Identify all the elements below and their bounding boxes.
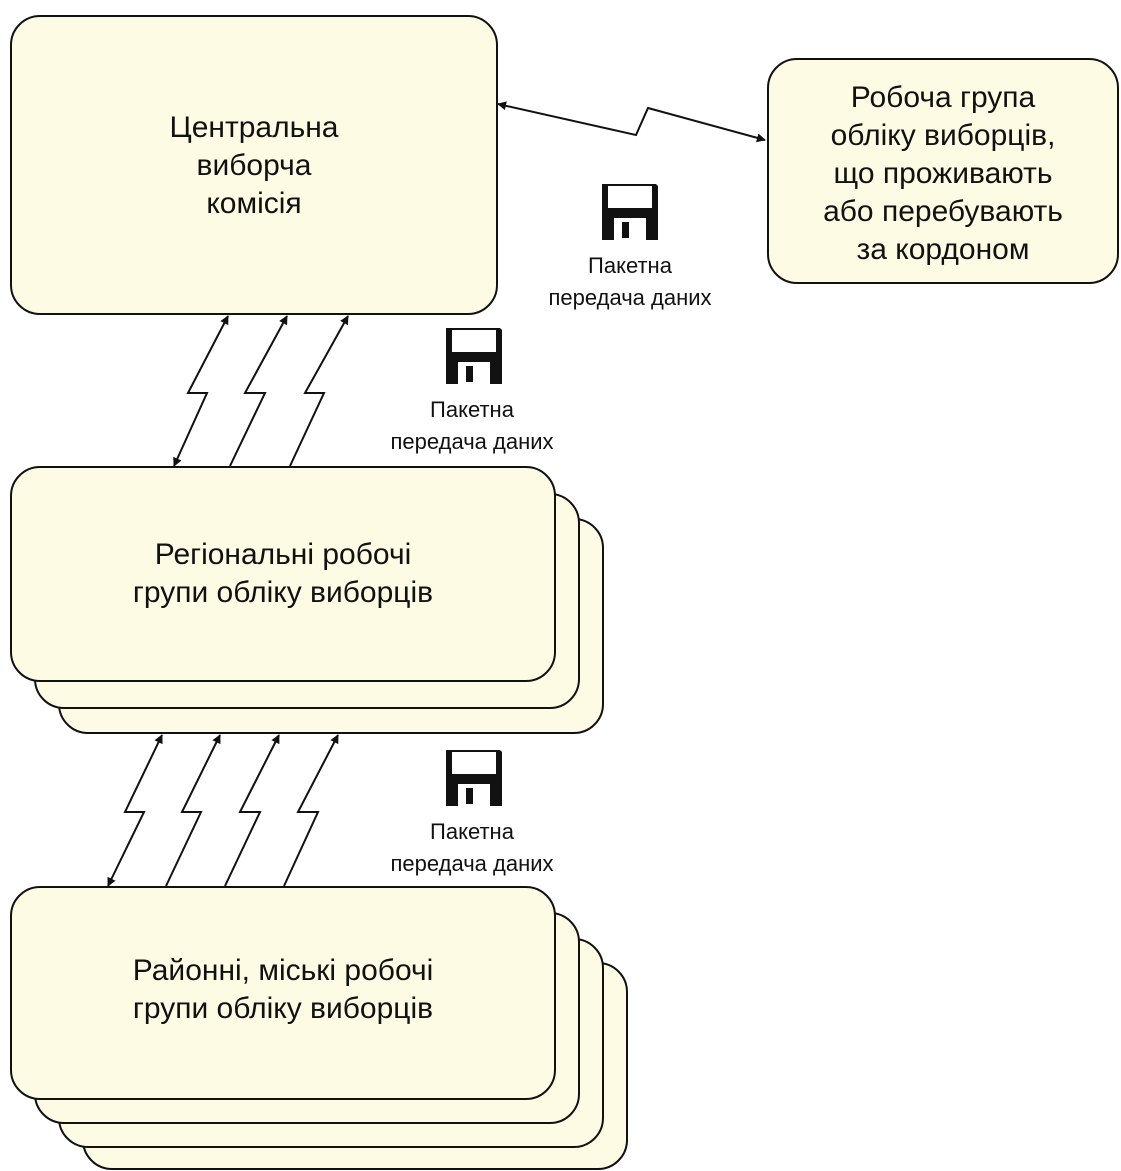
central-line-1: Центральна — [169, 111, 339, 144]
link-regional-district-1 — [107, 734, 163, 887]
floppy-disk-icon — [446, 750, 502, 806]
regional-line-1: Регіональні робочі — [154, 538, 412, 571]
central-commission-node: Центральна виборча комісія — [10, 15, 498, 315]
caption-line-2: передача даних — [390, 851, 554, 876]
transfer-caption-bottom: Пакетна передача даних — [352, 816, 592, 880]
transfer-caption-middle: Пакетна передача даних — [352, 394, 592, 458]
link-regional-district-4 — [283, 734, 339, 887]
caption-line-2: передача даних — [390, 429, 554, 454]
floppy-disk-icon — [446, 328, 502, 384]
caption-line-1: Пакетна — [430, 397, 514, 422]
floppy-disk-icon — [602, 184, 658, 240]
link-regional-district-3 — [224, 734, 280, 887]
transfer-caption-top-right: Пакетна передача даних — [510, 250, 750, 314]
abroad-group-node: Робоча група обліку виборців, що прожива… — [767, 58, 1119, 284]
link-central-regional-1 — [173, 315, 229, 467]
caption-line-1: Пакетна — [588, 253, 672, 278]
district-line-2: групи обліку виборців — [132, 992, 434, 1025]
abroad-line-5: за кордоном — [856, 233, 1030, 266]
central-line-3: комісія — [206, 187, 302, 220]
abroad-line-1: Робоча група — [850, 81, 1036, 114]
district-groups-node: Районні, міські робочі групи обліку вибо… — [10, 886, 556, 1100]
abroad-line-4: або перебувають — [823, 195, 1063, 228]
regional-groups-node: Регіональні робочі групи обліку виборців — [10, 466, 556, 682]
link-regional-district-2 — [165, 734, 221, 887]
abroad-line-3: що проживають — [833, 157, 1053, 190]
link-central-regional-2 — [229, 315, 288, 467]
link-central-regional-3 — [289, 315, 349, 467]
regional-line-2: групи обліку виборців — [132, 576, 434, 609]
caption-line-2: передача даних — [548, 285, 712, 310]
link-central-abroad — [497, 101, 766, 143]
district-line-1: Районні, міські робочі — [132, 954, 434, 987]
central-line-2: виборча — [196, 149, 312, 182]
abroad-line-2: обліку виборців, — [830, 119, 1056, 152]
caption-line-1: Пакетна — [430, 819, 514, 844]
